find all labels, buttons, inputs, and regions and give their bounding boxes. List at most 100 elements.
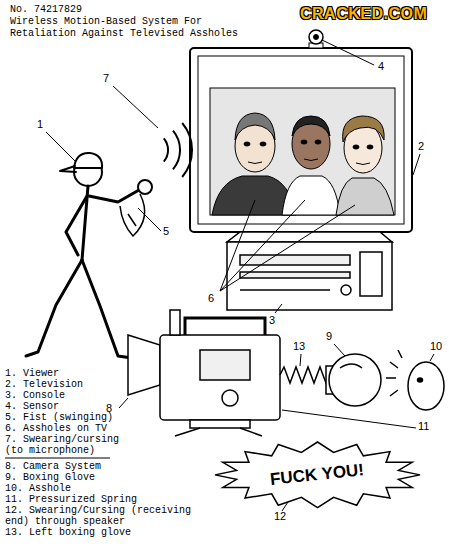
pressurized-spring (280, 367, 328, 383)
camera-system (170, 310, 180, 335)
leader-lines (119, 398, 128, 408)
viewer (66, 196, 87, 255)
parts-list-item: 12. Swearing/Cursing (receiving end) thr… (5, 505, 217, 527)
camera-system (185, 318, 265, 335)
fist-motion (120, 194, 145, 236)
tv-faces (343, 116, 385, 142)
camera-system (128, 310, 280, 436)
viewer (138, 180, 152, 194)
viewer (26, 260, 82, 356)
diagram-title: Wireless Motion-Based System For Retalia… (10, 16, 272, 40)
viewer (26, 153, 152, 358)
parts-list-item: 7. Swearing/cursing (to microphone) (5, 434, 125, 456)
webcam-sensor (309, 30, 323, 44)
tv-faces (304, 159, 318, 161)
asshole-face (386, 350, 444, 410)
television (198, 56, 404, 224)
webcam-sensor (314, 35, 319, 40)
tv-faces (301, 140, 307, 144)
callout-number: 9 (326, 330, 332, 343)
wireless-waves (164, 138, 168, 161)
leader-lines (138, 208, 161, 231)
leader-lines (220, 200, 255, 291)
parts-list-item: 5. Fist (swinging) (5, 412, 125, 423)
callout-number: 1 (37, 118, 43, 131)
television (210, 88, 395, 215)
leader-lines (413, 154, 420, 175)
boxing-glove (326, 354, 381, 406)
callout-number: 13 (293, 340, 305, 353)
console (360, 252, 382, 296)
parts-list-item: 8. Camera System (5, 461, 217, 472)
leader-lines (275, 304, 282, 313)
viewer (60, 166, 76, 172)
callout-number: 6 (208, 292, 214, 305)
parts-list-item: 6. Assholes on TV (5, 423, 125, 434)
asshole-face (418, 378, 423, 382)
parts-list-item: 1. Viewer (5, 368, 125, 379)
tv-faces (367, 145, 373, 149)
leader-lines (220, 205, 355, 291)
webcam-sensor (309, 30, 323, 48)
boxing-glove (329, 354, 381, 406)
callout-number: 7 (103, 72, 109, 85)
tv-faces (260, 142, 266, 146)
camera-system (175, 428, 262, 436)
list-separator (5, 458, 110, 459)
asshole-face (408, 362, 444, 410)
patent-number: No. 74217829 (10, 4, 82, 16)
tv-faces (282, 176, 340, 215)
leader-lines (46, 132, 76, 162)
parts-list-item: 9. Boxing Glove (5, 472, 217, 483)
parts-list-item: 3. Console (5, 390, 125, 401)
camera-system (190, 420, 250, 428)
parts-list-item: 11. Pressurized Spring (5, 494, 217, 505)
callout-number: 10 (430, 340, 442, 353)
camera-system (222, 390, 238, 406)
console (341, 285, 351, 295)
leader-lines (282, 410, 416, 428)
burst-shape (215, 442, 420, 508)
viewer (82, 260, 132, 358)
tv-faces (248, 162, 262, 164)
tv-faces (212, 113, 394, 215)
parts-list-item: 4. Sensor (5, 401, 125, 412)
callout-number: 12 (274, 510, 286, 523)
callout-number: 5 (163, 225, 169, 238)
console (240, 289, 330, 291)
parts-list-item: 2. Television (5, 379, 125, 390)
parts-list-item: 10. Asshole (5, 483, 217, 494)
parts-list-item: 13. Left boxing glove (5, 527, 217, 538)
leader-lines (430, 354, 434, 361)
callout-number: 3 (269, 314, 275, 327)
callout-number: 2 (418, 140, 424, 153)
logo-watermark: CRACKED.COM (300, 4, 427, 23)
camera-system (200, 350, 250, 380)
tv-faces (292, 116, 330, 136)
wireless-waves (182, 123, 192, 177)
tv-faces (353, 145, 359, 149)
leader-lines (334, 344, 345, 356)
asshole-face (386, 350, 402, 396)
callout-number: 11 (418, 420, 429, 433)
camera-system (160, 335, 280, 420)
pressurized-spring (280, 367, 328, 383)
boxing-glove (340, 364, 362, 368)
fist-motion (128, 214, 136, 226)
console (240, 255, 350, 265)
viewer (74, 153, 102, 168)
tv-faces (315, 140, 321, 144)
wireless-waves (164, 123, 192, 177)
console (227, 242, 392, 310)
fist-motion (120, 194, 145, 236)
wireless-waves (173, 131, 180, 170)
tv-faces (336, 178, 394, 215)
tv-faces (244, 142, 250, 146)
tv-faces (356, 163, 370, 165)
camera-system (128, 335, 160, 395)
speech-burst: FUCK YOU! (215, 442, 420, 508)
leader-lines (322, 40, 374, 65)
callout-number: 4 (378, 60, 384, 73)
console (240, 272, 350, 278)
